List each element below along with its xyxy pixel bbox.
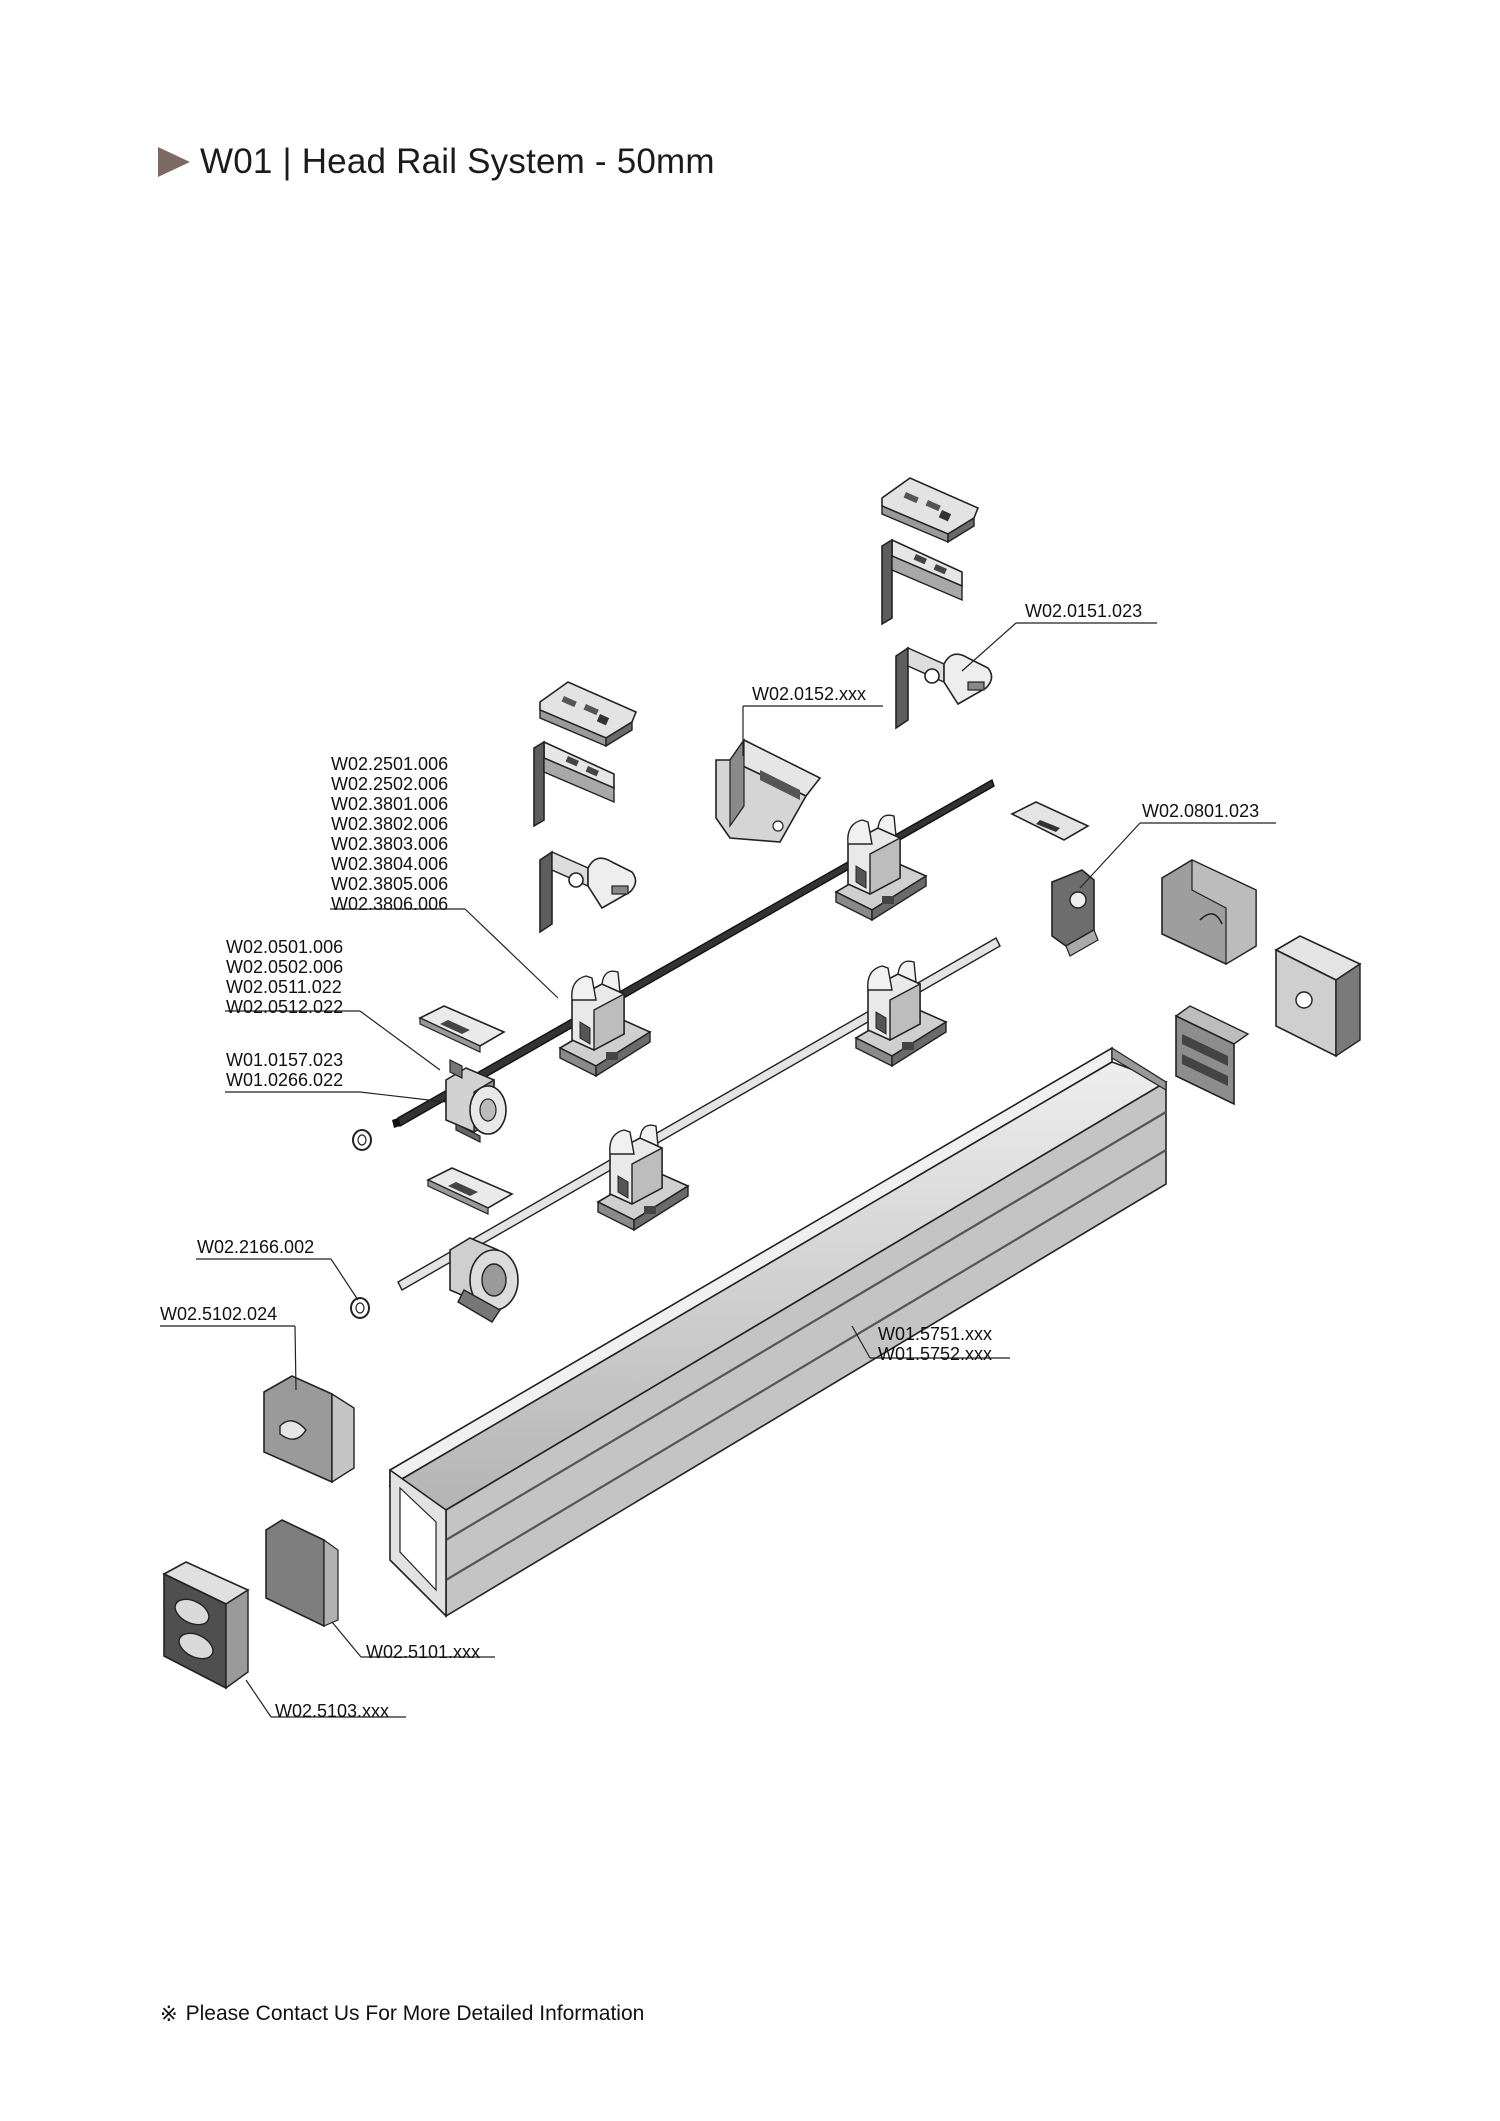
angle-bracket [715,738,822,843]
label-w02-0801: W02.0801.023 [1142,801,1259,821]
mounting-clip [881,477,979,543]
end-block-left [162,1561,250,1690]
label-group-gearbox: W01.0157.023 W01.0266.022 [226,1050,348,1090]
play-arrow-icon [158,147,190,177]
title-text: W01 | Head Rail System - 50mm [200,142,715,181]
label-w02-5102: W02.5102.024 [160,1304,277,1324]
label-w02-5101: W02.5101.xxx [366,1642,480,1662]
washer [352,1129,372,1151]
hook-bracket [539,851,637,933]
footer-note: ※ Please Contact Us For More Detailed In… [160,2002,644,2027]
head-rail [388,1046,1168,1618]
label-w02-5103: W02.5103.xxx [275,1701,389,1721]
lower-shaft [397,937,1001,1291]
wall-bracket [533,741,615,827]
gearbox-lower [449,1237,519,1323]
cord-plate [419,1005,505,1053]
end-cover-left [263,1375,355,1484]
leader-lines [160,622,1276,1718]
label-group-carriers: W02.2501.006 W02.2502.006 W02.3801.006 W… [331,754,453,914]
gearbox-upper [445,1059,507,1143]
end-cover-right [1161,859,1257,966]
page-title: W01 | Head Rail System - 50mm [158,138,715,186]
label-w02-0151: W02.0151.023 [1025,601,1142,621]
upper-shaft [392,778,995,1128]
cord-carrier [597,1124,689,1231]
footer-text: Please Contact Us For More Detailed Info… [185,2002,645,2025]
cord-clip [1010,801,1090,841]
label-w02-2166: W02.2166.002 [197,1237,314,1257]
end-plug-right [1174,1005,1250,1106]
end-block-right [1274,935,1362,1058]
washer [350,1297,370,1319]
label-group-rail: W01.5751.xxx W01.5752.xxx [878,1324,997,1364]
hook-bracket [895,647,993,729]
label-w02-0152: W02.0152.xxx [752,684,866,704]
wall-bracket [881,539,963,625]
part-labels: W02.0151.023 W02.0152.xxx W02.0801.023 W… [160,601,1259,1721]
label-group-plates: W02.0501.006 W02.0502.006 W02.0511.022 W… [226,937,348,1017]
end-plug-left [265,1519,339,1628]
reference-mark-icon: ※ [160,2003,178,2026]
mounting-clip [539,681,637,747]
cord-lock [1051,869,1099,957]
cord-plate [427,1167,513,1215]
